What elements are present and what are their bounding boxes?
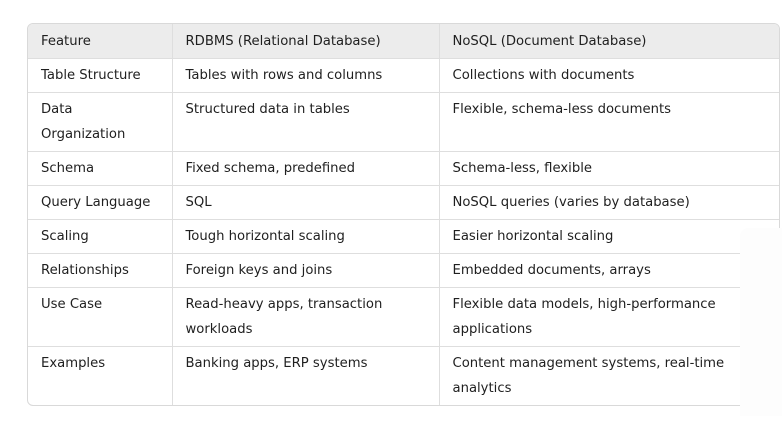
nosql-cell: Embedded documents, arrays (439, 253, 779, 288)
rdbms-cell: Banking apps, ERP systems (172, 346, 440, 405)
feature-cell: Schema (28, 151, 173, 186)
comparison-table: Feature RDBMS (Relational Database) NoSQ… (28, 24, 779, 405)
nosql-cell: Easier horizontal scaling (439, 219, 779, 254)
table-header-row: Feature RDBMS (Relational Database) NoSQ… (28, 24, 779, 59)
nosql-cell: Schema-less, flexible (439, 151, 779, 186)
comparison-table-container: Feature RDBMS (Relational Database) NoSQ… (27, 23, 780, 406)
feature-cell: Scaling (28, 219, 173, 254)
rdbms-cell: Tough horizontal scaling (172, 219, 440, 254)
nosql-cell: Content management systems, real-time an… (452, 356, 725, 396)
feature-cell: Query Language (28, 185, 173, 220)
rdbms-cell: Fixed schema, predefined (172, 151, 440, 186)
nosql-cell: Flexible, schema-less documents (439, 92, 779, 152)
nosql-cell: NoSQL queries (varies by database) (439, 185, 779, 220)
rdbms-cell: Structured data in tables (172, 92, 440, 152)
overlay-panel (740, 228, 782, 416)
feature-cell: Use Case (28, 287, 173, 347)
rdbms-cell: Read-heavy apps, transaction workloads (172, 287, 440, 347)
nosql-cell: Collections with documents (439, 58, 779, 93)
rdbms-cell: Foreign keys and joins (172, 253, 440, 288)
header-feature: Feature (28, 24, 173, 59)
nosql-cell: Flexible data models, high-performance a… (439, 287, 779, 347)
feature-cell: Data Organization (28, 92, 173, 152)
feature-cell: Table Structure (28, 58, 173, 93)
header-rdbms: RDBMS (Relational Database) (172, 24, 440, 59)
rdbms-cell: Tables with rows and columns (172, 58, 440, 93)
header-nosql: NoSQL (Document Database) (439, 24, 779, 59)
rdbms-cell: SQL (172, 185, 440, 220)
feature-cell: Examples (28, 346, 173, 405)
feature-cell: Relationships (28, 253, 173, 288)
